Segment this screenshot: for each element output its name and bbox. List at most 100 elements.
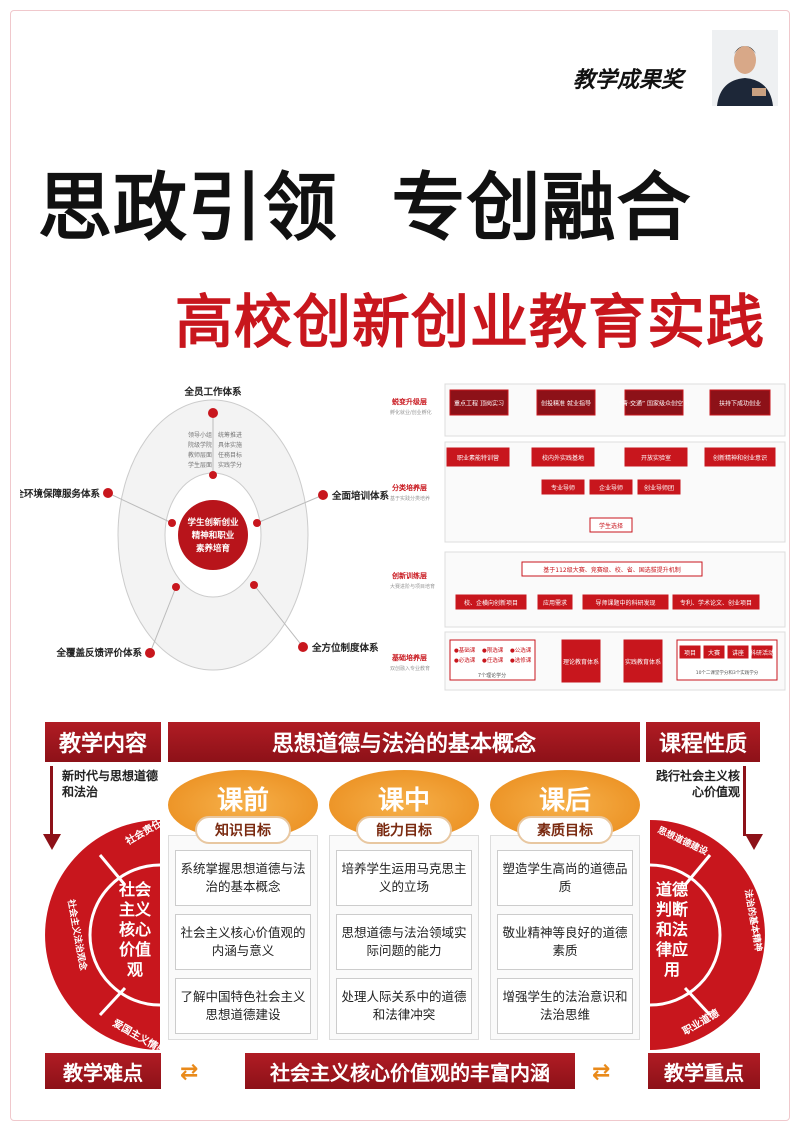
right-half-wheel: 思想道德建设 法治的基本精神 职业道德	[649, 820, 765, 1050]
inner-text: 实践学分	[218, 461, 242, 469]
goal-pill: 素质目标	[517, 816, 613, 844]
left-half-wheel: 社会责任感 社会主义法治观念 爱国主义情感	[43, 820, 165, 1050]
subtitle: 高校创新创业教育实践	[175, 288, 766, 356]
flow-box-label: 开放实验室	[641, 454, 671, 462]
layer-desc: 孵化就业/创业孵化	[390, 409, 432, 416]
flow-box	[704, 447, 776, 467]
flow-box-label: 专利、学术论文、创业项目	[680, 599, 752, 607]
inner-text: 教师层面	[188, 451, 212, 459]
practice-credit: 10个二课堂学分和3个实践学分	[696, 669, 759, 676]
flow-box-label: 扶持下成功创业	[719, 400, 761, 408]
inner-text: 学生层面	[188, 461, 212, 469]
practice-item-label: 科研活动	[750, 649, 774, 657]
page-border	[10, 10, 790, 1121]
layer-name: 基础培养层	[391, 653, 427, 662]
flow-box-label: 创新精神和创业意识	[713, 454, 767, 462]
award-label: 教学成果奖	[573, 67, 684, 93]
wheel-diagram: 学生创新创业 精神和职业 素养培育 领导小组统筹推进 院级学院具体实施 教师层面…	[20, 386, 390, 671]
flow-box	[709, 389, 771, 416]
goal-pill: 知识目标	[195, 816, 291, 844]
concept-header: 思想道德与法治的基本概念	[168, 722, 640, 762]
left-core: 社会主义核心价值观	[118, 880, 151, 979]
select-box-label: 学生选择	[599, 522, 623, 530]
mentor-box-label: 创业导师团	[644, 484, 674, 492]
swap-arrows-icon: ⇄	[180, 1060, 199, 1085]
flow-box	[537, 594, 573, 610]
goal-box: 塑造学生高尚的道德品质	[497, 850, 633, 906]
layer-desc: 大赛进阶与项目培育	[390, 583, 435, 590]
goal-box: 社会主义核心价值观的内涵与意义	[175, 914, 311, 970]
layer-name: 分类培养层	[392, 483, 427, 492]
course-item: ●限选课	[482, 646, 504, 654]
goal-box: 处理人际关系中的道德和法律冲突	[336, 978, 472, 1034]
mechanism-box	[521, 561, 703, 577]
right-core: 道德判断和法律应用	[655, 880, 688, 979]
mentor-box	[637, 479, 681, 495]
flow-box	[531, 447, 595, 467]
flow-box-label: 应用需求	[543, 599, 567, 607]
mentor-box-label: 企业导师	[599, 484, 623, 492]
course-item: ●基础课	[454, 646, 476, 654]
wheel-center	[178, 500, 248, 570]
select-box	[589, 517, 633, 533]
mentor-box	[541, 479, 585, 495]
flow-box	[446, 447, 510, 467]
author-portrait	[712, 30, 778, 106]
layer-name: 创新训练层	[391, 571, 427, 580]
flow-box-label: 重点工程 顶岗实习	[454, 400, 504, 408]
flow-box	[455, 594, 527, 610]
stage-column-2: 培养学生运用马克思主义的立场 思想道德与法治领域实际问题的能力 处理人际关系中的…	[329, 835, 479, 1040]
course-nature-header: 课程性质	[646, 722, 760, 762]
teaching-content-header: 教学内容	[45, 722, 161, 762]
system-label: 全覆盖反馈评价体系	[55, 647, 142, 659]
course-item: ●任选课	[482, 656, 504, 664]
flow-box	[536, 389, 596, 416]
system-label: 全方位制度体系	[311, 642, 379, 654]
difficulty-label: 教学难点	[45, 1053, 161, 1089]
mechanism-box-label: 基于112级大赛、竞赛级、校、省、国选拔提升机制	[543, 566, 680, 574]
flow-box	[624, 389, 684, 416]
goal-box: 培养学生运用马克思主义的立场	[336, 850, 472, 906]
course-item: ●公选课	[510, 646, 532, 654]
flow-box-label: 校、企横向创新项目	[464, 599, 518, 607]
core-values-banner: 社会主义核心价值观的丰富内涵	[245, 1053, 575, 1089]
flow-box	[624, 447, 688, 467]
flow-box-label: 校内外实践基地	[542, 454, 584, 462]
inner-text: 统筹推进	[218, 431, 242, 439]
swap-arrows-icon: ⇄	[592, 1060, 611, 1085]
practice-item	[703, 645, 725, 659]
course-credit: 7个理论学分	[478, 672, 506, 679]
center-line-3: 素养培育	[196, 543, 231, 554]
theory-box-label: 理论教育体系	[563, 658, 599, 666]
right-arrow-shaft	[743, 766, 746, 836]
center-line-1: 学生创新创业	[187, 517, 239, 528]
practice-item-label: 项目	[684, 650, 696, 657]
course-box	[449, 639, 536, 681]
course-item: ●必选课	[454, 656, 476, 664]
flow-box-label: “青·交通” 国家级众创空间	[619, 400, 689, 408]
inner-text: 任務目标	[218, 451, 242, 459]
flow-box	[582, 594, 669, 610]
flow-box-label: 导师课题中的科研发现	[595, 599, 655, 607]
flow-box-label: 创投精准 就业指导	[541, 400, 591, 408]
stage-column-3: 塑造学生高尚的道德品质 敬业精神等良好的道德素质 增强学生的法治意识和法治思维	[490, 835, 640, 1040]
system-label: 全面培训体系	[331, 490, 390, 502]
practice-item-label: 讲座	[732, 649, 744, 657]
inner-text: 领导小组	[188, 431, 212, 439]
practice-item	[727, 645, 749, 659]
practice-item	[751, 645, 773, 659]
stage-column-1: 系统掌握思想道德与法治的基本概念 社会主义核心价值观的内涵与意义 了解中国特色社…	[168, 835, 318, 1040]
flowchart: 蜕变升级层 分类培养层 创新训练层 基础培养层 孵化就业/创业孵化 基于实践分类…	[390, 383, 786, 691]
goal-box: 了解中国特色社会主义思想道德建设	[175, 978, 311, 1034]
mentor-box-label: 专业导师	[551, 484, 575, 492]
main-title: 思政引领 专创融合	[38, 165, 692, 251]
layer-name: 蜕变升级层	[392, 397, 427, 406]
theory-box	[561, 639, 601, 683]
flow-box-label: 职业素能特训营	[457, 454, 499, 462]
course-item: ●选修课	[510, 656, 532, 664]
goal-box: 系统掌握思想道德与法治的基本概念	[175, 850, 311, 906]
left-note: 新时代与思想道德和法治	[62, 769, 159, 799]
key-point-label: 教学重点	[648, 1053, 760, 1089]
system-label: 全环境保障服务体系	[20, 488, 100, 500]
center-line-2: 精神和职业	[192, 530, 235, 541]
